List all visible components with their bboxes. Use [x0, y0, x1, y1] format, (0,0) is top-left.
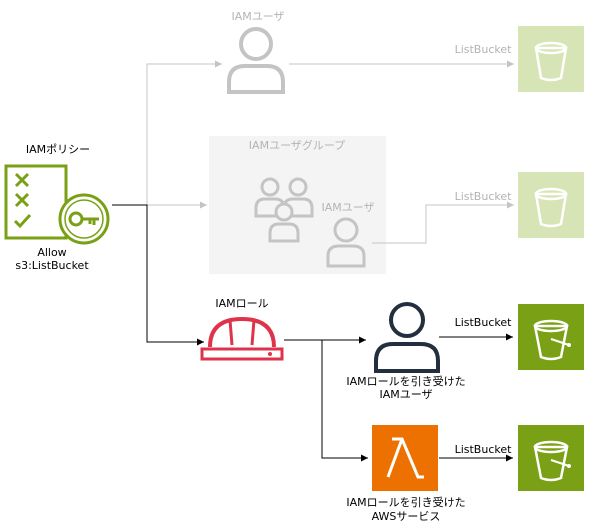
- policy-title: IAMポリシー: [25, 143, 91, 156]
- iam-user-top-action-label: ListBucket: [454, 43, 512, 56]
- role-user-action-label: ListBucket: [454, 316, 512, 329]
- connector-policy-to-role: [112, 204, 204, 346]
- role-user-label-line2: IAMユーザ: [379, 388, 433, 401]
- iam-role-helmet-icon: [200, 316, 284, 361]
- role-service-action-label: ListBucket: [454, 443, 512, 456]
- group-people-icon: [254, 177, 314, 243]
- group-member-label: IAMユーザ: [321, 201, 375, 214]
- group-member-user-icon: [326, 217, 366, 268]
- policy-document-icon: [4, 164, 110, 245]
- s3-bucket-service-icon: [518, 425, 584, 491]
- connector-group-user-to-bucket: [372, 201, 514, 244]
- role-service-label-line1: IAMロールを引き受けた: [346, 496, 466, 509]
- iam-user-group-box: [209, 136, 386, 274]
- s3-bucket-faded-middle-icon: [518, 172, 584, 238]
- s3-bucket-faded-top-icon: [518, 26, 584, 92]
- user-group-title: IAMユーザグループ: [248, 139, 346, 152]
- role-service-label-line2: AWSサービス: [371, 510, 441, 523]
- policy-action: s3:ListBucket: [15, 259, 89, 272]
- iam-user-top-label: IAMユーザ: [231, 10, 285, 23]
- iam-role-label: IAMロール: [215, 297, 269, 310]
- group-action-label: ListBucket: [454, 190, 512, 203]
- connector-role-to-service: [321, 340, 368, 462]
- role-user-icon: [374, 302, 440, 373]
- role-user-label-line1: IAMロールを引き受けた: [346, 375, 466, 388]
- connector-policy-trunk: [112, 60, 222, 206]
- s3-bucket-role-user-icon: [518, 304, 584, 370]
- lambda-icon: [372, 425, 438, 491]
- policy-effect: Allow: [37, 246, 67, 259]
- iam-user-top-icon: [227, 27, 285, 94]
